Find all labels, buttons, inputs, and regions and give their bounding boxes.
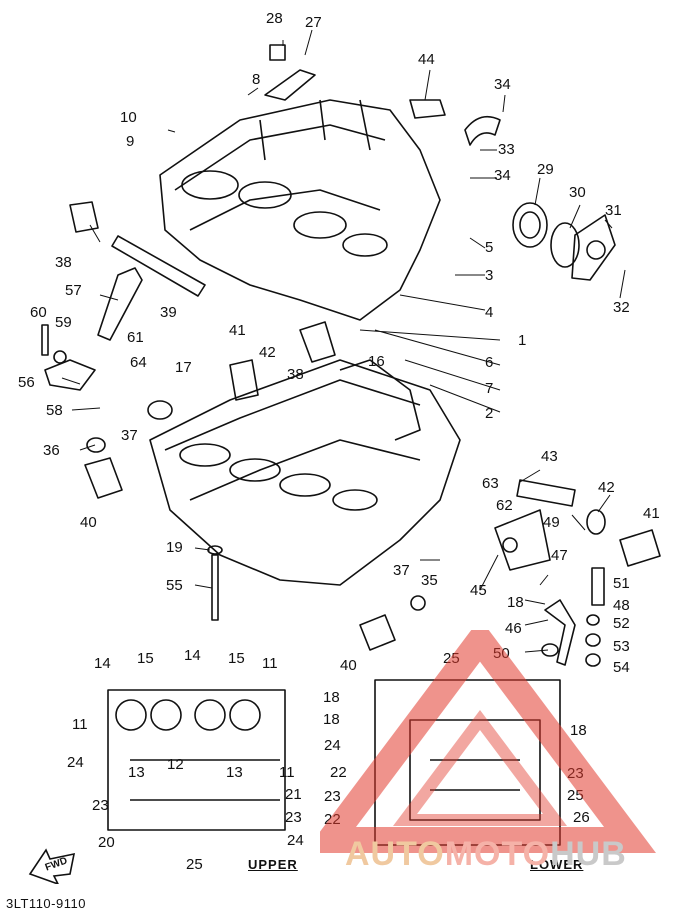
upper-label: UPPER xyxy=(248,857,298,872)
fwd-arrow-badge: FWD xyxy=(28,846,78,889)
callout-number: 59 xyxy=(55,314,72,331)
callout-number: 3 xyxy=(485,267,494,284)
callout-number: 13 xyxy=(128,764,145,781)
callout-number: 22 xyxy=(330,764,347,781)
callout-number: 45 xyxy=(470,582,487,599)
callout-number: 4 xyxy=(485,304,494,321)
callout-number: 23 xyxy=(324,788,341,805)
callout-number: 38 xyxy=(55,254,72,271)
callout-number: 26 xyxy=(573,809,590,826)
part-code: 3LT110-9110 xyxy=(6,896,86,911)
callout-number: 14 xyxy=(184,647,201,664)
callout-number: 21 xyxy=(285,786,302,803)
watermark-text-hub: HUB xyxy=(550,835,627,873)
watermark-triangle-icon xyxy=(304,618,656,853)
callout-number: 10 xyxy=(120,109,137,126)
callout-number: 58 xyxy=(46,402,63,419)
callout-number: 11 xyxy=(279,764,295,781)
callout-number: 5 xyxy=(485,239,494,256)
callout-number: 14 xyxy=(94,655,111,672)
callout-number: 52 xyxy=(613,615,630,632)
watermark-text-auto: AUTO xyxy=(345,835,445,873)
callout-number: 51 xyxy=(613,575,630,592)
watermark-text-moto: MOTO xyxy=(444,835,551,873)
callout-number: 42 xyxy=(259,344,276,361)
callout-number: 46 xyxy=(505,620,522,637)
callout-number: 48 xyxy=(613,597,630,614)
callout-number: 62 xyxy=(496,497,513,514)
callout-number: 37 xyxy=(121,427,138,444)
callout-number: 49 xyxy=(543,514,560,531)
lower-label: LOWER xyxy=(530,857,584,872)
callout-number: 37 xyxy=(393,562,410,579)
callout-number: 31 xyxy=(605,202,622,219)
callout-number: 18 xyxy=(323,711,340,728)
callout-number: 29 xyxy=(537,161,554,178)
watermark-logo xyxy=(304,618,670,870)
callout-number: 13 xyxy=(226,764,243,781)
callout-number: 60 xyxy=(30,304,47,321)
callout-number: 28 xyxy=(266,10,283,27)
callout-number: 35 xyxy=(421,572,438,589)
callout-number: 56 xyxy=(18,374,35,391)
callout-number: 18 xyxy=(323,689,340,706)
callout-number: 6 xyxy=(485,354,494,371)
callout-number: 33 xyxy=(498,141,515,158)
callout-number: 40 xyxy=(80,514,97,531)
callout-number: 39 xyxy=(160,304,177,321)
callout-number: 32 xyxy=(613,299,630,316)
callout-number: 12 xyxy=(167,756,184,773)
callout-number: 38 xyxy=(287,366,304,383)
callout-number: 11 xyxy=(72,716,88,733)
callout-number: 8 xyxy=(252,71,261,88)
callout-number: 9 xyxy=(126,133,135,150)
callout-number: 55 xyxy=(166,577,183,594)
callout-number: 20 xyxy=(98,834,115,851)
callout-number: 24 xyxy=(67,754,84,771)
callout-number: 15 xyxy=(137,650,154,667)
upper-plan-view xyxy=(107,689,286,831)
callout-number: 34 xyxy=(494,167,511,184)
callout-number: 34 xyxy=(494,76,511,93)
callout-number: 27 xyxy=(305,14,322,31)
callout-number: 17 xyxy=(175,359,192,376)
callout-number: 2 xyxy=(485,405,494,422)
callout-number: 64 xyxy=(130,354,147,371)
upper-crankcase xyxy=(159,99,441,321)
callout-number: 24 xyxy=(287,832,304,849)
lower-crankcase xyxy=(149,359,461,586)
callout-number: 44 xyxy=(418,51,435,68)
callout-number: 16 xyxy=(368,353,385,370)
callout-number: 15 xyxy=(228,650,245,667)
callout-number: 57 xyxy=(65,282,82,299)
callout-number: 30 xyxy=(569,184,586,201)
callout-number: 53 xyxy=(613,638,630,655)
callout-number: 18 xyxy=(570,722,587,739)
callout-number: 1 xyxy=(518,332,527,349)
callout-number: 24 xyxy=(324,737,341,754)
callout-number: 41 xyxy=(643,505,660,522)
callout-number: 43 xyxy=(541,448,558,465)
callout-number: 23 xyxy=(92,797,109,814)
callout-number: 40 xyxy=(340,657,357,674)
callout-number: 19 xyxy=(166,539,183,556)
callout-number: 54 xyxy=(613,659,630,676)
callout-number: 36 xyxy=(43,442,60,459)
callout-number: 42 xyxy=(598,479,615,496)
callout-number: 11 xyxy=(262,655,278,672)
callout-number: 63 xyxy=(482,475,499,492)
callout-number: 61 xyxy=(127,329,144,346)
callout-number: 47 xyxy=(551,547,568,564)
callout-number: 41 xyxy=(229,322,246,339)
watermark-text: AUTOMOTOHUB xyxy=(345,835,627,874)
callout-number: 25 xyxy=(186,856,203,873)
callout-number: 7 xyxy=(485,380,494,397)
callout-number: 23 xyxy=(285,809,302,826)
callout-number: 18 xyxy=(507,594,524,611)
